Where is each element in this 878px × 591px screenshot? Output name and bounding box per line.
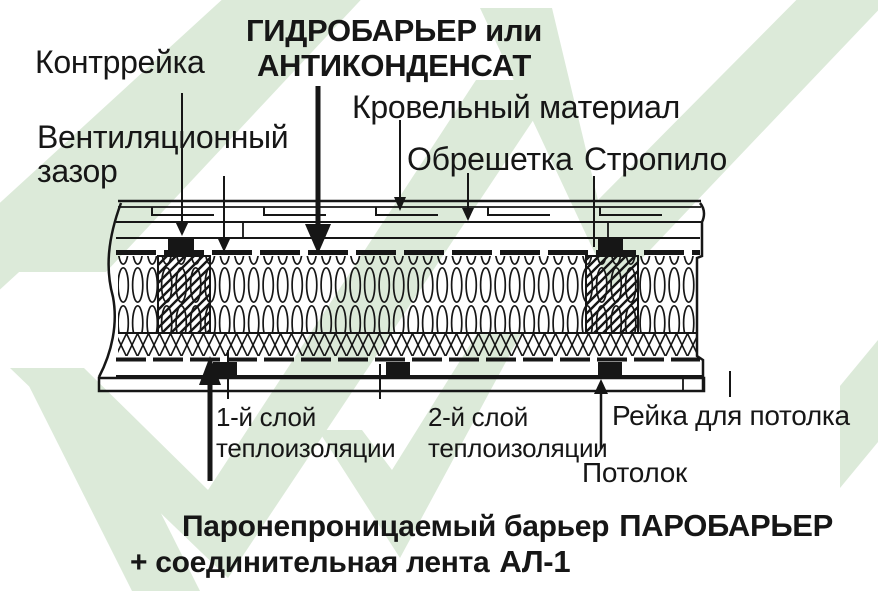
vapor-barrier-caption-line2: + соединительная лента АЛ-1: [130, 544, 571, 580]
kontrreyka-leader: [175, 93, 189, 236]
label-insulation-layer2: 2-й слой теплоизоляции: [428, 402, 608, 463]
insulation-layer2-area: [118, 334, 698, 356]
title-line2: АНТИКОНДЕНСАТ: [256, 48, 532, 83]
diagram-title: ГИДРОБАРЬЕР или АНТИКОНДЕНСАТ: [234, 13, 554, 83]
right-edge: [695, 202, 706, 391]
vapor-barrier-arrow: [199, 356, 221, 481]
label-obreshetka: Обрешетка: [407, 141, 573, 177]
roofing-leader: [394, 120, 406, 211]
obreshetka-leader: [462, 173, 474, 221]
hydro-barrier-arrow: [305, 86, 331, 254]
vapor-barrier-caption-line1: Паронепроницаемый барьер ПАРОБАРЬЕР: [182, 508, 833, 544]
label-vent-gap: Вентиляционный зазор: [37, 119, 289, 189]
obreshetka-layer: [116, 222, 700, 239]
ceiling-arrow: [594, 379, 608, 449]
ceiling-board: [97, 376, 706, 393]
tape-caption-product: АЛ-1: [499, 544, 571, 579]
label-ceiling-batten: Рейка для потолка: [612, 400, 850, 431]
title-line1: ГИДРОБАРЬЕР или: [245, 13, 543, 48]
roofing-material-layer: [116, 199, 701, 223]
leader-lines: [175, 86, 731, 481]
kontrreyka-blocks: [168, 239, 623, 252]
left-edge: [97, 202, 123, 378]
label-stropilo: Стропило: [584, 141, 727, 177]
label-insulation-layer1: 1-й слой теплоизоляции: [216, 402, 396, 463]
label-ceiling: Потолок: [582, 457, 687, 488]
tape-caption-text: + соединительная лента: [130, 546, 490, 579]
rafters: [157, 255, 639, 334]
vent-gap-leader: [218, 176, 230, 252]
vapor-caption-text: Паронепроницаемый барьер: [182, 510, 610, 543]
vapor-caption-product: ПАРОБАРЬЕР: [619, 508, 834, 543]
label-kontrreyka: Контррейка: [35, 44, 205, 80]
label-roofing-material: Кровельный материал: [352, 89, 681, 125]
